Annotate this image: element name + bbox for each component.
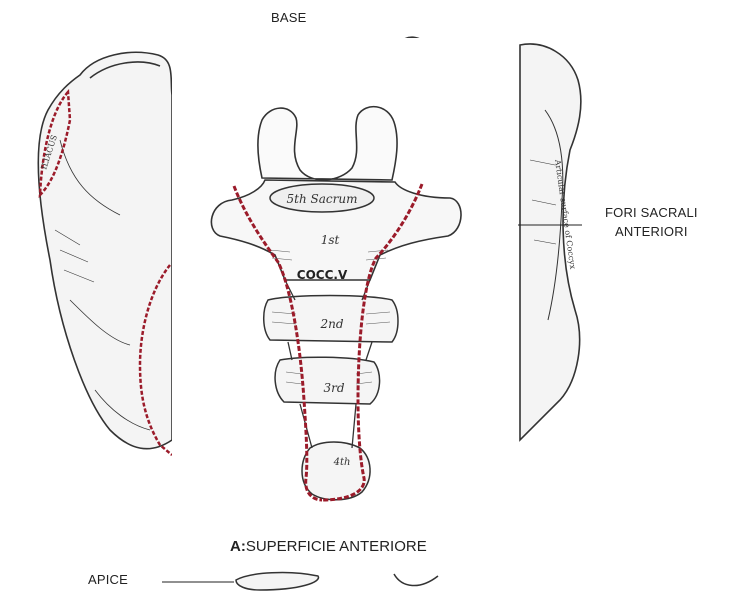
cocc-text: COCC.V	[297, 268, 348, 282]
sacrum-facet-text: 5th Sacrum	[287, 192, 358, 206]
caption-prefix: A:	[230, 538, 246, 555]
apice-label: APICE	[88, 572, 128, 587]
fori-sacrali-line1: FORI SACRALI	[605, 203, 698, 222]
figure-caption: A:SUPERFICIE ANTERIORE	[230, 538, 427, 555]
fori-sacrali-line2: ANTERIORI	[605, 222, 698, 241]
segment-1-text: 1st	[321, 233, 340, 247]
left-lateral-bone	[38, 52, 172, 448]
segment-2-text: 2nd	[319, 317, 343, 331]
fori-sacrali-label: FORI SACRALI ANTERIORI	[605, 203, 698, 241]
bottom-fragment	[236, 573, 318, 590]
bottom-fragment-right	[394, 574, 438, 586]
caption-text: SUPERFICIE ANTERIORE	[246, 538, 427, 555]
segment-3-text: 3rd	[323, 381, 344, 395]
base-label: BASE	[271, 10, 306, 25]
segment-4-text: 4th	[333, 457, 351, 468]
